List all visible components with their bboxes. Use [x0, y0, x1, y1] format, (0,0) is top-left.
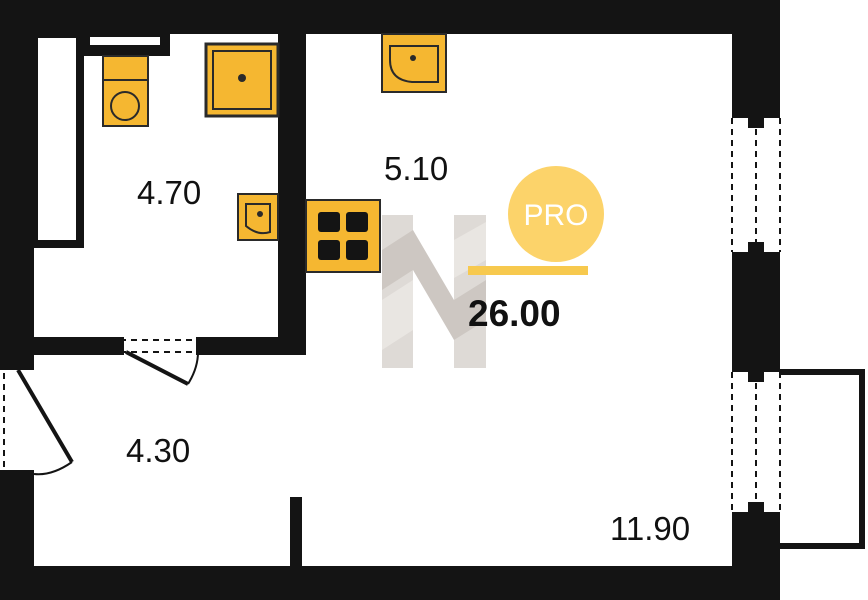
walls — [0, 0, 780, 600]
kitchen-area-label: 5.10 — [384, 150, 448, 187]
pro-badge: PRO — [508, 166, 604, 262]
washbasin-icon — [237, 193, 279, 241]
bathroom-area-label: 4.70 — [137, 174, 201, 211]
bathroom-door — [116, 337, 204, 386]
toilet-icon — [102, 55, 149, 127]
hall-area-label: 4.30 — [126, 432, 190, 469]
window-upper — [731, 118, 781, 252]
balcony — [780, 369, 865, 549]
pro-badge-label: PRO — [523, 199, 588, 232]
entry-door — [0, 362, 74, 478]
watermark-logo — [382, 215, 486, 368]
shower-tray-icon — [204, 42, 280, 118]
total-area-label: 26.00 — [468, 293, 561, 334]
window-lower — [731, 372, 781, 512]
living-area-label: 11.90 — [610, 510, 690, 547]
kitchen-sink-icon — [381, 33, 447, 93]
stove-icon — [305, 199, 381, 273]
total-accent-line — [468, 266, 588, 275]
